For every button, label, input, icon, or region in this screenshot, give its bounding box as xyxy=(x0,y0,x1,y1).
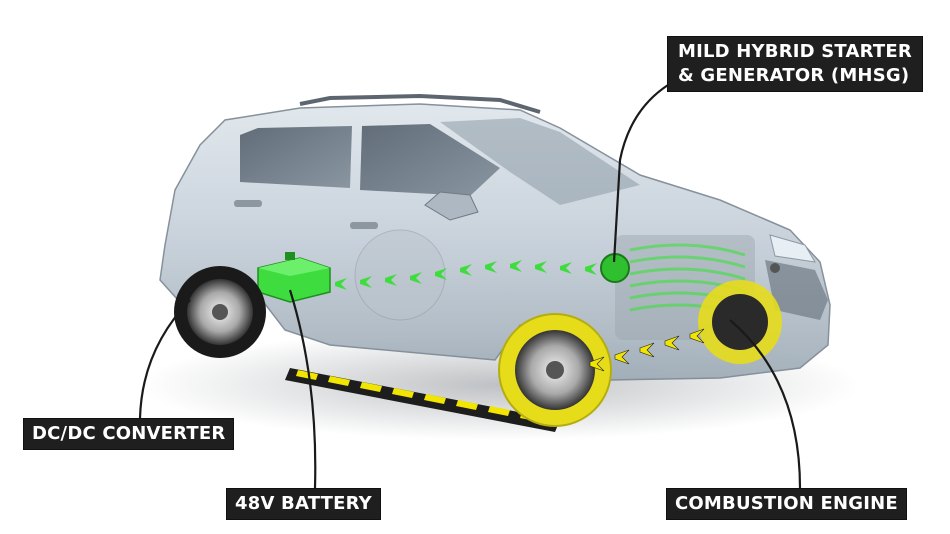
windshield xyxy=(440,118,640,205)
rear-wheel xyxy=(174,266,266,358)
energy-flow-arrows xyxy=(335,260,597,290)
mhsg-callout: MILD HYBRID STARTER & GENERATOR (MHSG) xyxy=(667,36,923,92)
leader-battery xyxy=(288,289,317,489)
front-grille xyxy=(765,260,828,320)
door-handle xyxy=(350,222,378,229)
brand-logo xyxy=(770,263,780,273)
headlight xyxy=(769,234,816,263)
door-handle xyxy=(234,200,262,207)
dcdc-converter-callout: DC/DC CONVERTER xyxy=(23,418,235,450)
mhsg-callout-line1: MILD HYBRID STARTER xyxy=(678,41,912,62)
rear-window xyxy=(240,126,352,188)
side-mirror xyxy=(424,191,479,221)
leader-lines xyxy=(138,84,802,489)
front-wheel xyxy=(498,313,612,427)
leader-engine xyxy=(729,319,802,489)
far-front-wheel xyxy=(698,280,782,364)
front-window xyxy=(360,124,500,196)
roof-rail xyxy=(299,93,541,114)
combustion-engine-callout: COMBUSTION ENGINE xyxy=(666,488,907,520)
mechanical-flow-arrows xyxy=(589,328,705,372)
battery-box xyxy=(257,252,331,303)
battery-callout: 48V BATTERY xyxy=(226,488,381,520)
mhsg-callout-line2: & GENERATOR (MHSG) xyxy=(678,65,910,86)
leader-mhsg xyxy=(612,84,669,263)
leader-dcdc xyxy=(138,299,191,419)
interior-wheel-ghost xyxy=(354,229,446,321)
